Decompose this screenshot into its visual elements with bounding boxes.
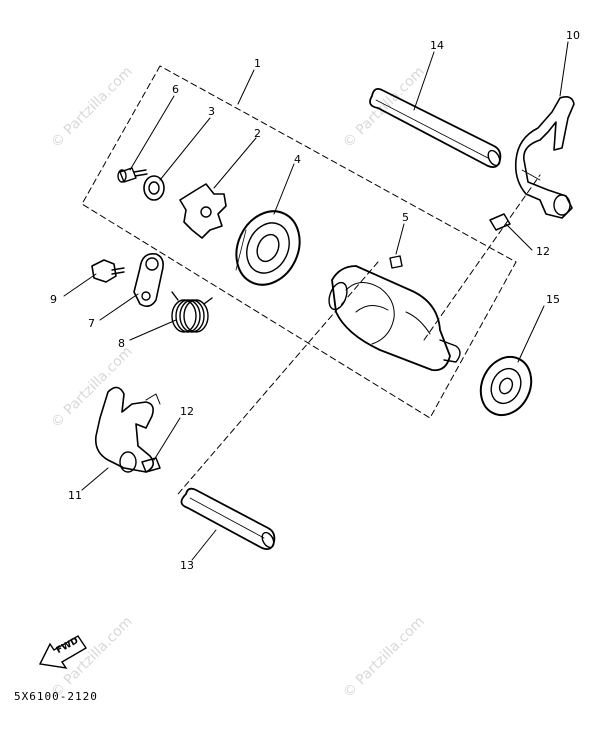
screw — [117, 167, 148, 183]
shift-cam-segment — [179, 183, 227, 239]
callout-15: 15 — [546, 293, 560, 306]
leader-lines — [63, 41, 569, 561]
guide-pin-lower — [141, 457, 161, 473]
callout-1: 1 — [254, 57, 261, 70]
segment-plate — [143, 175, 165, 201]
callout-9: 9 — [50, 293, 57, 306]
return-spring — [171, 291, 213, 333]
callout-10: 10 — [566, 29, 580, 42]
bolt — [91, 259, 125, 283]
leader-dashed — [423, 174, 541, 341]
callout-6: 6 — [172, 83, 179, 96]
callout-11: 11 — [68, 489, 82, 502]
callout-3: 3 — [208, 105, 215, 118]
shift-drum — [328, 265, 461, 372]
shift-fork-shaft-upper — [369, 87, 502, 169]
callout-4: 4 — [294, 153, 301, 166]
callout-13: 13 — [180, 559, 194, 572]
bearing-left — [235, 210, 301, 286]
callout-14: 14 — [430, 39, 444, 52]
assembly-outline — [81, 65, 517, 419]
fwd-arrow-icon — [38, 635, 87, 669]
diagram-part-code: 5X6100-2120 — [14, 690, 98, 703]
stopper-lever — [133, 252, 164, 308]
callout-12-upper: 12 — [536, 245, 550, 258]
leader-dashed — [177, 261, 379, 495]
callout-8: 8 — [118, 337, 125, 350]
shift-fork-right — [514, 96, 575, 219]
shift-fork-shaft-lower — [180, 487, 276, 551]
callout-5: 5 — [402, 211, 409, 224]
dowel-pin — [389, 255, 403, 269]
bearing-right — [479, 355, 533, 417]
callout-12-lower: 12 — [180, 405, 194, 418]
shift-fork-left — [94, 386, 161, 473]
callout-7: 7 — [88, 317, 95, 330]
callout-2: 2 — [254, 127, 261, 140]
guide-pin-upper — [489, 213, 511, 231]
